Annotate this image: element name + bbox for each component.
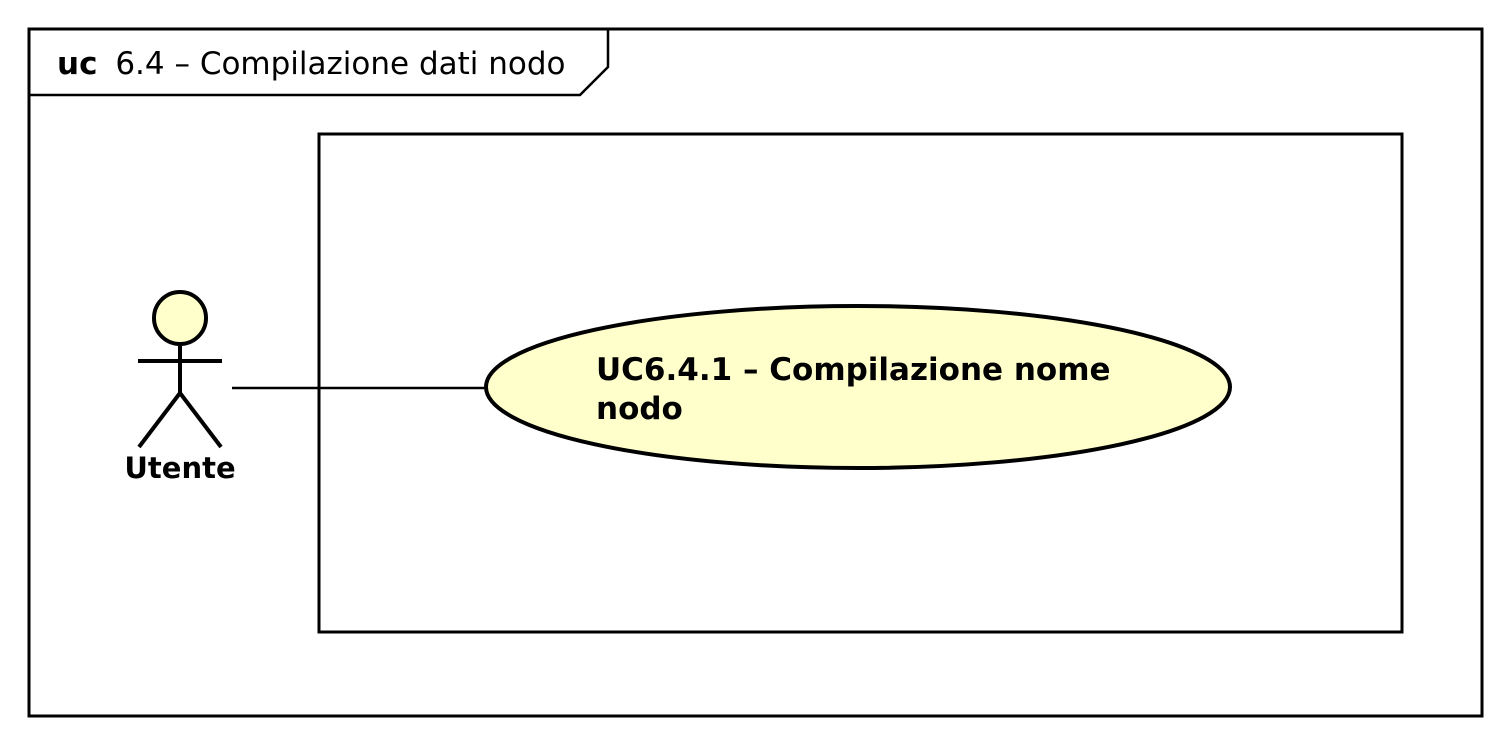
diagram-frame <box>27 27 1484 718</box>
frame-keyword: uc <box>57 46 97 82</box>
frame-title: uc 6.4 – Compilazione dati nodo <box>57 46 566 82</box>
use-case-label: UC6.4.1 – Compilazione nome nodo <box>596 352 1121 427</box>
system-boundary <box>317 132 1404 634</box>
use-case-ellipse <box>484 304 1232 470</box>
frame-name-tab <box>29 29 610 97</box>
actor-right-leg <box>178 391 223 449</box>
actor-head <box>152 290 208 346</box>
actor-left-leg <box>137 391 182 449</box>
use-case-label-line2: nodo <box>596 391 683 427</box>
use-case-label-line1: UC6.4.1 – Compilazione nome <box>596 352 1111 388</box>
actor-label: Utente <box>124 451 235 485</box>
frame-title-text: 6.4 – Compilazione dati nodo <box>115 46 565 82</box>
stick-figure-icon <box>137 290 223 449</box>
